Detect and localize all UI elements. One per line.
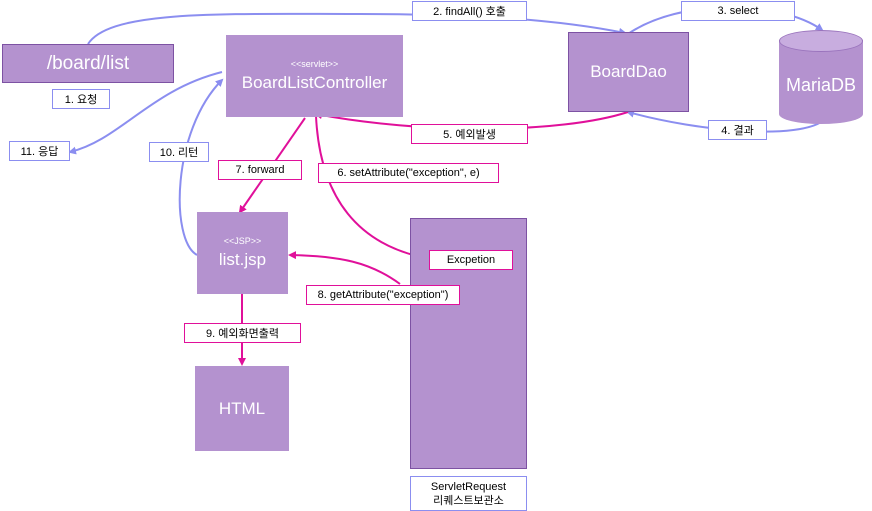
step-9-label: 9. 예외화면출력 (184, 323, 301, 343)
controller-stereotype: <<servlet>> (290, 59, 339, 69)
arrow-6-setattribute (315, 115, 428, 261)
arrow-11-response (68, 71, 223, 155)
request-store-line1: ServletRequest (430, 480, 507, 493)
request-url-box: /board/list (2, 44, 174, 83)
step-2-label: 2. findAll() 호출 (412, 1, 527, 21)
step-1-label: 1. 요청 (52, 89, 110, 109)
database-cylinder: MariaDB (779, 30, 863, 124)
step-10-label: 10. 리턴 (149, 142, 209, 162)
request-store-line2: 리퀘스트보관소 (433, 494, 504, 507)
arrow-8-getattribute (288, 251, 401, 285)
step-3-label: 3. select (681, 1, 795, 21)
html-box: HTML (195, 366, 289, 451)
jsp-stereotype: <<JSP>> (223, 236, 262, 246)
arrow-1-request (87, 12, 627, 45)
step-7-label: 7. forward (218, 160, 302, 180)
jsp-box: <<JSP>> list.jsp (197, 212, 288, 294)
request-store-caption: ServletRequest 리퀘스트보관소 (410, 476, 527, 511)
step-6-label: 6. setAttribute("exception", e) (318, 163, 499, 183)
step-11-label: 11. 응답 (9, 141, 70, 161)
jsp-label: list.jsp (218, 250, 267, 269)
html-label: HTML (218, 398, 266, 418)
step-8-label: 8. getAttribute("exception") (306, 285, 460, 305)
exception-object: Excpetion (429, 250, 513, 270)
database-label: MariaDB (785, 75, 856, 95)
controller-label: BoardListController (241, 73, 388, 92)
step-5-label: 5. 예외발생 (411, 124, 528, 144)
request-url-label: /board/list (46, 52, 130, 74)
dao-label: BoardDao (590, 62, 667, 81)
step-4-label: 4. 결과 (708, 120, 767, 140)
controller-box: <<servlet>> BoardListController (226, 35, 403, 117)
dao-box: BoardDao (568, 32, 689, 112)
arrow-10-return (178, 78, 224, 256)
